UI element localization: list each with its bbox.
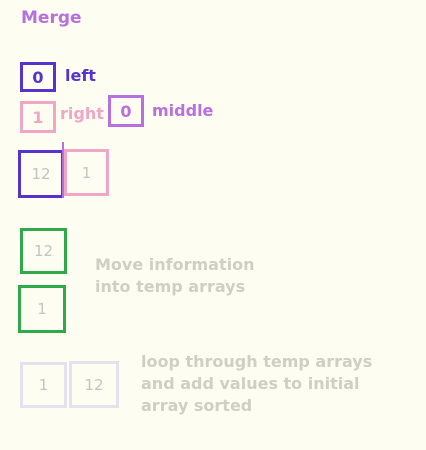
loop-note-line-2: and add values to initial	[141, 374, 360, 393]
move-note-line-1: Move information	[95, 255, 255, 274]
left-pointer-label: left	[65, 66, 96, 85]
right-pointer-box: 1	[20, 101, 56, 133]
loop-note-line-3: array sorted	[141, 396, 253, 415]
move-note: Move information into temp arrays	[95, 254, 254, 298]
loop-note-line-1: loop through temp arrays	[141, 352, 373, 371]
loop-note: loop through temp arrays and add values …	[141, 351, 372, 417]
middle-pointer-box: 0	[108, 95, 144, 127]
middle-pointer-label: middle	[152, 101, 214, 120]
array-cell-0: 12	[18, 150, 64, 198]
left-pointer-box: 0	[20, 62, 56, 92]
right-pointer-label: right	[60, 104, 104, 123]
result-cell-0: 1	[20, 362, 67, 408]
move-note-line-2: into temp arrays	[95, 277, 246, 296]
middle-divider-line	[62, 142, 64, 198]
temp-cell-left: 12	[20, 228, 67, 274]
result-cell-1: 12	[69, 361, 119, 408]
diagram-title: Merge	[21, 8, 82, 28]
array-cell-1: 1	[64, 149, 109, 196]
temp-cell-right: 1	[18, 285, 66, 333]
